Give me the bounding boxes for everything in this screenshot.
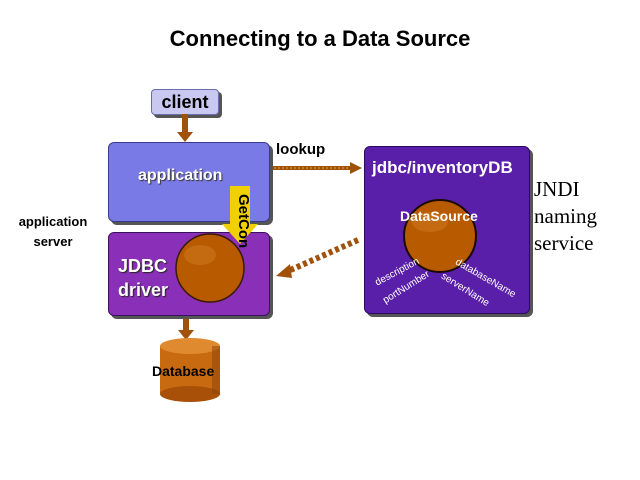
app-server-line2: server bbox=[33, 234, 73, 249]
lookup-arrow bbox=[270, 162, 362, 174]
client-node: client bbox=[151, 89, 219, 115]
jndi-entry-label: jdbc/inventoryDB bbox=[372, 158, 513, 177]
jndi-line2: naming bbox=[534, 204, 597, 228]
diagram-title: Connecting to a Data Source bbox=[169, 26, 471, 51]
jndi-naming-service-label: JNDI naming service bbox=[534, 176, 597, 257]
datasource-return-arrow bbox=[276, 237, 360, 278]
jdbc-label-line2: driver bbox=[118, 280, 169, 300]
jndi-line3: service bbox=[534, 231, 594, 255]
jdbc-label-line1: JDBC bbox=[118, 256, 168, 276]
datasource-label: DataSource bbox=[400, 208, 478, 224]
client-to-application-arrow bbox=[177, 114, 193, 142]
database-label: Database bbox=[152, 363, 215, 379]
database-top bbox=[160, 338, 220, 354]
getcon-arrow bbox=[222, 186, 258, 244]
app-server-line1: application bbox=[18, 214, 88, 229]
driver-to-database-arrow bbox=[178, 316, 194, 340]
jndi-line1: JNDI bbox=[534, 177, 580, 201]
database-bottom bbox=[160, 386, 220, 402]
jdbc-driver-label: JDBC driver bbox=[118, 254, 168, 302]
application-label: application bbox=[138, 167, 223, 184]
lookup-label: lookup bbox=[276, 141, 326, 158]
application-server-label: application server bbox=[8, 212, 98, 252]
